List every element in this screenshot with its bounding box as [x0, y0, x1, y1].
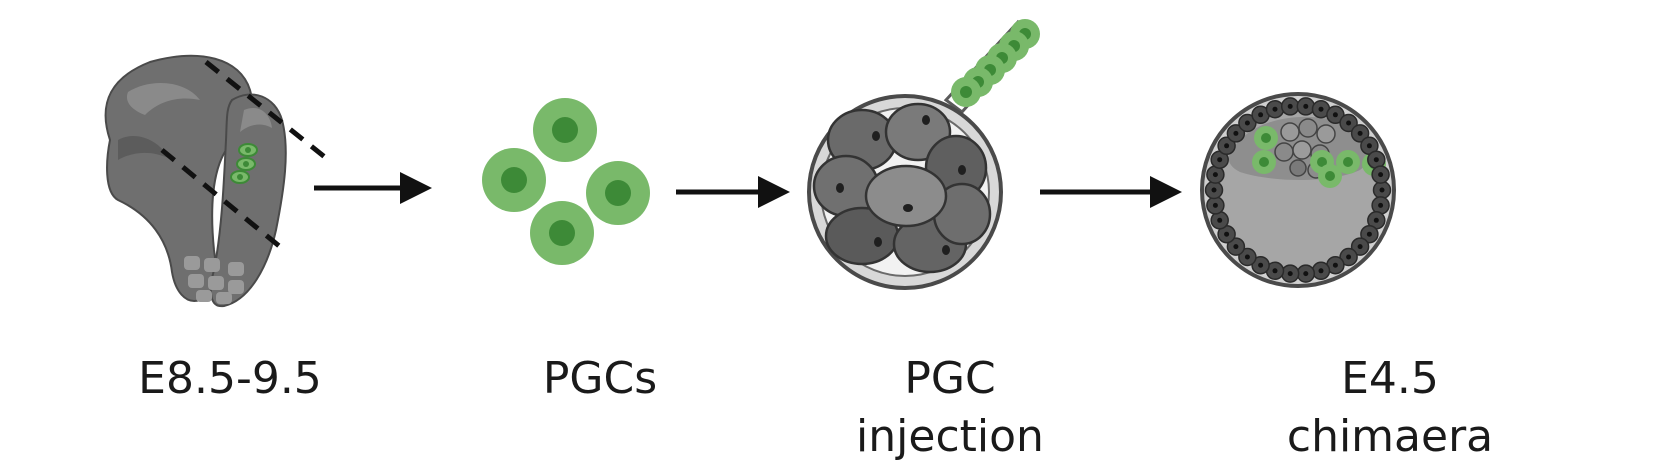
trophectoderm-nucleus [1366, 231, 1372, 237]
trophectoderm-nucleus [1212, 172, 1218, 178]
trophectoderm-nucleus [1378, 202, 1384, 208]
trophectoderm-nucleus [1217, 157, 1223, 163]
needle-pgc-cells [951, 19, 1040, 107]
workflow-diagram [104, 19, 1396, 308]
trophectoderm-nucleus [1272, 268, 1278, 274]
trophectoderm-nucleus [1373, 217, 1379, 223]
blastocyst-pgc-cells [1252, 126, 1386, 188]
trophectoderm-ring [1204, 97, 1392, 283]
trophectoderm-nucleus [1357, 244, 1363, 250]
trophectoderm-nucleus [1373, 157, 1379, 163]
embryo-pgc-cluster [230, 143, 258, 184]
pgc-cells-illustration [482, 98, 650, 265]
arrow-2 [676, 176, 790, 208]
arrow-1 [314, 172, 432, 204]
embryo-tail-highlight [240, 108, 272, 132]
blastocyst-illustration [1200, 92, 1396, 288]
trophectoderm-nucleus [1233, 130, 1239, 136]
trophectoderm-nucleus [1244, 254, 1250, 260]
trophectoderm-nucleus [1346, 120, 1352, 126]
trophectoderm-nucleus [1303, 271, 1309, 277]
trophectoderm-nucleus [1258, 262, 1264, 268]
trophectoderm-nucleus [1258, 112, 1264, 118]
embryo-brain-fold [118, 136, 168, 160]
morula-blastomeres [812, 102, 992, 274]
trophectoderm-nucleus [1272, 106, 1278, 112]
trophectoderm-nucleus [1287, 271, 1293, 277]
blastomere-nuclei [836, 115, 966, 255]
trophectoderm-nucleus [1332, 112, 1338, 118]
trophectoderm-nucleus [1318, 106, 1324, 112]
trophectoderm-nucleus [1303, 103, 1309, 109]
trophectoderm-nucleus [1346, 254, 1352, 260]
arrow-3 [1040, 176, 1182, 208]
step-label-chimaera: E4.5 chimaera [1286, 353, 1494, 462]
morula-injection-illustration [807, 19, 1040, 290]
trophectoderm-nucleus [1233, 244, 1239, 250]
embryo-illustration [104, 54, 328, 308]
embryo-somites [184, 256, 244, 304]
step-label-pgc-injection: PGC injection [856, 353, 1044, 462]
trophectoderm-nucleus [1378, 172, 1384, 178]
trophectoderm-nucleus [1332, 262, 1338, 268]
trophectoderm-nucleus [1366, 143, 1372, 149]
step-label-embryo: E8.5-9.5 [138, 353, 322, 404]
embryo-head-highlight [126, 82, 200, 115]
trophectoderm-nucleus [1357, 130, 1363, 136]
trophectoderm-nucleus [1287, 103, 1293, 109]
trophectoderm-nucleus [1224, 231, 1230, 237]
trophectoderm-nucleus [1217, 217, 1223, 223]
trophectoderm-nucleus [1318, 268, 1324, 274]
trophectoderm-nucleus [1224, 143, 1230, 149]
step-label-pgcs: PGCs [542, 353, 658, 404]
trophectoderm-nucleus [1244, 120, 1250, 126]
trophectoderm-nucleus [1211, 187, 1217, 193]
trophectoderm-nucleus [1379, 187, 1385, 193]
trophectoderm-nucleus [1212, 202, 1218, 208]
